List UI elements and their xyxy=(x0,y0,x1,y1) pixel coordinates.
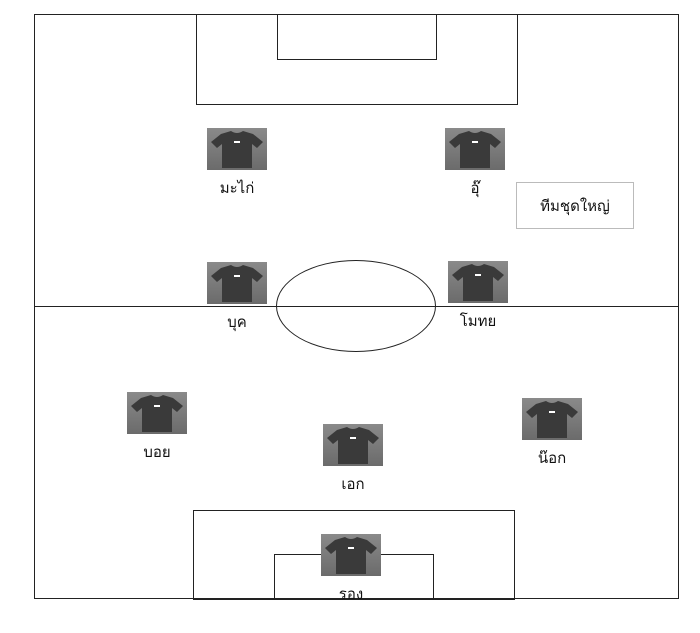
player-boy: บอย xyxy=(112,392,202,464)
player-rong: รอง xyxy=(306,534,396,606)
player-name: เอก xyxy=(341,475,365,493)
shirt-icon xyxy=(448,261,508,303)
shirt-icon xyxy=(207,262,267,304)
player-name: บอย xyxy=(143,443,171,461)
player-name: มะไก่ xyxy=(219,179,255,197)
player-name: บุค xyxy=(227,313,247,331)
shirt-icon xyxy=(321,534,381,576)
player-motai: โมทย xyxy=(433,261,523,333)
center-circle xyxy=(276,260,436,352)
shirt-icon xyxy=(522,398,582,440)
top-goal-box xyxy=(277,14,437,60)
team-label: ทีมชุดใหญ่ xyxy=(516,182,634,229)
shirt-icon xyxy=(127,392,187,434)
player-buk: บุค xyxy=(192,262,282,334)
player-name: โมทย xyxy=(459,312,497,330)
shirt-icon xyxy=(445,128,505,170)
player-makai: มะไก่ xyxy=(192,128,282,200)
player-name: อุ๊ xyxy=(470,179,480,197)
player-name: น๊อก xyxy=(537,449,567,467)
player-name: รอง xyxy=(338,585,364,603)
shirt-icon xyxy=(323,424,383,466)
player-nok: น๊อก xyxy=(507,398,597,470)
player-ake: เอก xyxy=(308,424,398,496)
shirt-icon xyxy=(207,128,267,170)
player-ou: อุ๊ xyxy=(430,128,520,200)
